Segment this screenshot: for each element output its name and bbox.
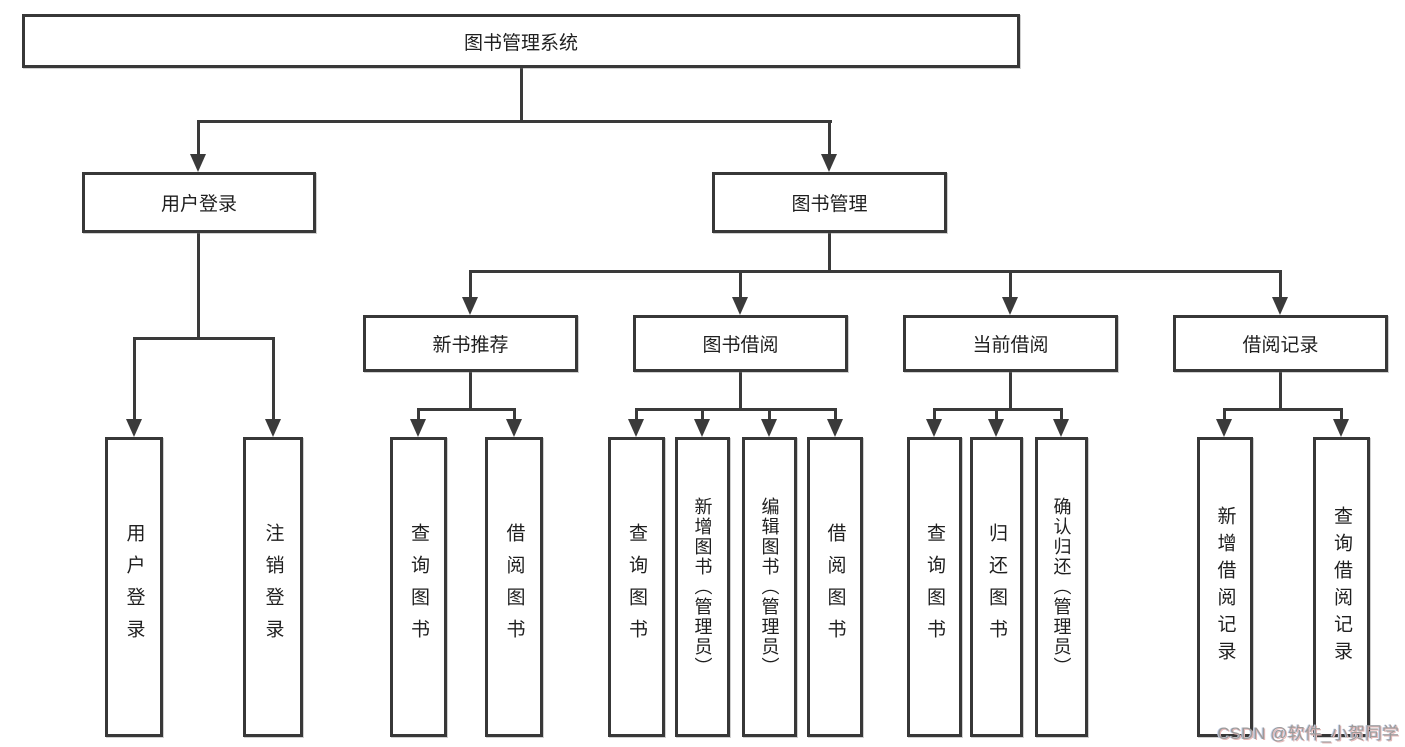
leaf-bb-edit-book-label: 编辑图书（管理员）	[759, 497, 780, 677]
leaf-br-query-record: 查询借阅记录	[1313, 437, 1370, 737]
arrowhead-bb-query-book	[628, 419, 644, 437]
leaf-bb-borrow-book-label: 借阅图书	[824, 523, 846, 651]
connector-borrow-record-hline	[1223, 408, 1343, 411]
connector-drop-rec-borrow-book	[513, 408, 516, 424]
connector-drop-bb-query-book	[635, 408, 638, 424]
connector-current-borrow-hline	[933, 408, 1063, 411]
arrowhead-book-borrow	[732, 297, 748, 315]
node-borrow-record: 借阅记录	[1173, 315, 1388, 372]
connector-user-login-hline	[133, 337, 275, 340]
arrowhead-new-book-recommend	[462, 297, 478, 315]
connector-drop-leaf-user-login	[133, 337, 136, 423]
arrowhead-leaf-user-login	[126, 419, 142, 437]
connector-current-borrow-stem	[1009, 372, 1012, 408]
arrowhead-rec-query-book	[410, 419, 426, 437]
connector-drop-book-borrow	[739, 270, 742, 301]
node-user-login: 用户登录	[82, 172, 316, 233]
arrowhead-user-login	[190, 154, 206, 172]
connector-book-borrow-hline	[635, 408, 837, 411]
connector-level2-hline	[197, 120, 832, 123]
node-current-borrow-label: 当前借阅	[972, 335, 1049, 356]
connector-book-borrow-stem	[739, 372, 742, 408]
leaf-cb-query-book-label: 查询图书	[924, 523, 945, 651]
connector-drop-cb-confirm-return	[1060, 408, 1063, 424]
leaf-cb-return-book-label: 归还图书	[986, 523, 1007, 651]
leaf-br-query-record-label: 查询借阅记录	[1331, 506, 1352, 668]
leaf-bb-add-book: 新增图书（管理员）	[675, 437, 730, 737]
arrowhead-rec-borrow-book	[506, 419, 522, 437]
node-book-borrow-label: 图书借阅	[702, 335, 779, 356]
node-book-borrow: 图书借阅	[633, 315, 848, 372]
connector-drop-user-login	[197, 120, 200, 160]
node-new-book-recommend: 新书推荐	[363, 315, 578, 372]
connector-drop-bb-borrow-book	[834, 408, 837, 424]
leaf-rec-query-book-label: 查询图书	[408, 523, 429, 651]
connector-drop-bb-edit-book	[768, 408, 771, 424]
leaf-bb-borrow-book: 借阅图书	[807, 437, 863, 737]
connector-drop-br-add-record	[1223, 408, 1226, 424]
leaf-bb-edit-book: 编辑图书（管理员）	[742, 437, 797, 737]
leaf-cb-return-book: 归还图书	[970, 437, 1023, 737]
connector-root-stem	[520, 68, 523, 122]
connector-drop-rec-query-book	[417, 408, 420, 424]
connector-drop-bb-add-book	[701, 408, 704, 424]
arrowhead-br-query-record	[1333, 419, 1349, 437]
node-new-book-recommend-label: 新书推荐	[432, 335, 509, 356]
arrowhead-borrow-record	[1272, 297, 1288, 315]
arrowhead-br-add-record	[1216, 419, 1232, 437]
node-root-label: 图书管理系统	[463, 32, 578, 54]
leaf-cb-confirm-return-label: 确认归还（管理员）	[1051, 497, 1072, 677]
leaf-cb-query-book: 查询图书	[907, 437, 962, 737]
leaf-cb-confirm-return: 确认归还（管理员）	[1035, 437, 1088, 737]
leaf-logout: 注销登录	[243, 437, 303, 737]
leaf-bb-query-book-label: 查询图书	[626, 523, 647, 651]
connector-drop-book-management	[828, 120, 831, 160]
arrowhead-bb-borrow-book	[827, 419, 843, 437]
node-borrow-record-label: 借阅记录	[1242, 335, 1319, 356]
csdn-watermark: CSDN @软件_小贺同学	[1217, 724, 1399, 743]
connector-drop-current-borrow	[1009, 270, 1012, 301]
arrowhead-cb-query-book	[926, 419, 942, 437]
connector-drop-new-book-recommend	[469, 270, 472, 301]
arrowhead-current-borrow	[1002, 297, 1018, 315]
leaf-user-login-label: 用户登录	[123, 523, 145, 651]
arrowhead-cb-confirm-return	[1053, 419, 1069, 437]
node-root: 图书管理系统	[22, 14, 1020, 68]
leaf-rec-query-book: 查询图书	[390, 437, 447, 737]
connector-book-management-stem	[828, 233, 831, 270]
connector-level3-hline	[469, 270, 1282, 273]
arrowhead-bb-add-book	[694, 419, 710, 437]
connector-drop-cb-return-book	[995, 408, 998, 424]
arrowhead-leaf-logout	[265, 419, 281, 437]
connector-new-book-recommend-hline	[417, 408, 516, 411]
leaf-user-login: 用户登录	[105, 437, 163, 737]
connector-borrow-record-stem	[1279, 372, 1282, 408]
leaf-bb-query-book: 查询图书	[608, 437, 665, 737]
connector-drop-br-query-record	[1340, 408, 1343, 424]
node-user-login-label: 用户登录	[160, 194, 237, 215]
arrowhead-bb-edit-book	[761, 419, 777, 437]
connector-drop-borrow-record	[1279, 270, 1282, 301]
leaf-br-add-record-label: 新增借阅记录	[1214, 506, 1236, 668]
leaf-rec-borrow-book-label: 借阅图书	[503, 523, 525, 651]
node-book-management: 图书管理	[712, 172, 947, 233]
arrowhead-book-management	[821, 154, 837, 172]
connector-new-book-recommend-stem	[469, 372, 472, 408]
leaf-br-add-record: 新增借阅记录	[1197, 437, 1253, 737]
node-current-borrow: 当前借阅	[903, 315, 1118, 372]
leaf-logout-label: 注销登录	[262, 523, 284, 651]
connector-drop-leaf-logout	[272, 337, 275, 423]
node-book-management-label: 图书管理	[791, 194, 868, 215]
arrowhead-cb-return-book	[988, 419, 1004, 437]
leaf-bb-add-book-label: 新增图书（管理员）	[692, 497, 713, 677]
connector-drop-cb-query-book	[933, 408, 936, 424]
connector-user-login-stem	[197, 233, 200, 337]
leaf-rec-borrow-book: 借阅图书	[485, 437, 543, 737]
